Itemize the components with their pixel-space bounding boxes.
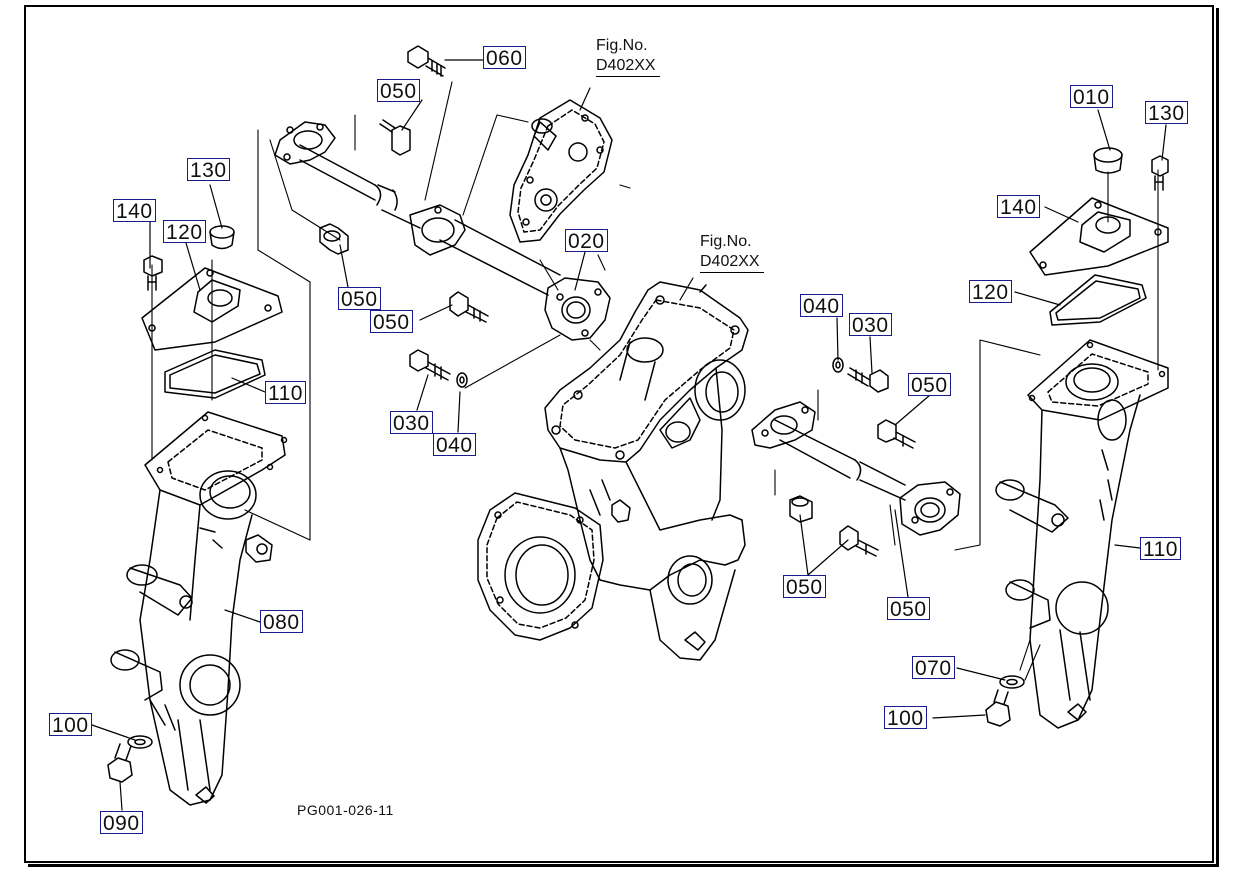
figure-reference-label: Fig.No. [700, 233, 752, 250]
assembly-guide-lines [151, 81, 1159, 681]
left-lift-arm [110, 411, 288, 806]
callout-030-right[interactable]: 030 [849, 313, 892, 337]
callout-090-right[interactable]: 100 [884, 706, 927, 730]
callout-070[interactable]: 110 [1140, 537, 1181, 561]
bolts-and-washers [107, 45, 1169, 783]
callout-130-right[interactable]: 010 [1070, 85, 1113, 109]
figure-reference-number: D402XX [700, 252, 764, 273]
callout-040-left[interactable]: 040 [433, 433, 476, 457]
callout-140-left[interactable]: 140 [113, 199, 156, 223]
figure-reference-top: Fig.No. D402XX [596, 36, 660, 77]
right-lift-arm [995, 339, 1169, 729]
shaft-pipe-right [751, 401, 961, 536]
callout-080[interactable]: 080 [260, 610, 303, 634]
gasket-plate-top [509, 99, 613, 243]
callout-120-left[interactable]: 120 [163, 220, 206, 244]
callout-110-left[interactable]: 110 [265, 381, 306, 405]
callout-110-right[interactable]: 120 [969, 280, 1012, 304]
frame-shadow-bottom [28, 864, 1219, 867]
center-housing [477, 281, 749, 661]
callout-010[interactable]: 050 [887, 597, 930, 621]
callout-050-mid[interactable]: 050 [370, 310, 413, 334]
callout-050-upper[interactable]: 050 [377, 79, 420, 103]
callout-060[interactable]: 060 [483, 46, 526, 70]
callout-120-right[interactable]: 140 [997, 195, 1040, 219]
figure-reference-center: Fig.No. D402XX [700, 232, 764, 273]
callout-130-left[interactable]: 130 [187, 158, 230, 182]
shaft-pipe-upper-left [274, 121, 561, 296]
left-cover-plate [141, 267, 283, 399]
callout-100-left[interactable]: 100 [49, 713, 92, 737]
callout-050-right-lower[interactable]: 050 [783, 575, 826, 599]
right-cover-plate [1029, 197, 1169, 326]
callout-040-right[interactable]: 040 [800, 294, 843, 318]
callout-100-right[interactable]: 070 [912, 656, 955, 680]
callout-030-left[interactable]: 030 [390, 411, 433, 435]
frame-shadow-right [1216, 8, 1219, 867]
figure-reference-number: D402XX [596, 56, 660, 77]
callout-140-right[interactable]: 130 [1145, 101, 1188, 125]
callout-090-left[interactable]: 090 [100, 811, 143, 835]
callout-050-left[interactable]: 050 [338, 287, 381, 311]
leader-lines [91, 59, 1167, 811]
callout-020[interactable]: 020 [565, 229, 608, 253]
drawing-number: PG001-026-11 [297, 802, 394, 818]
figure-reference-label: Fig.No. [596, 37, 648, 54]
flange-020 [544, 277, 611, 341]
callout-050-right-upper[interactable]: 050 [908, 373, 951, 397]
drawing-frame [24, 5, 1214, 863]
